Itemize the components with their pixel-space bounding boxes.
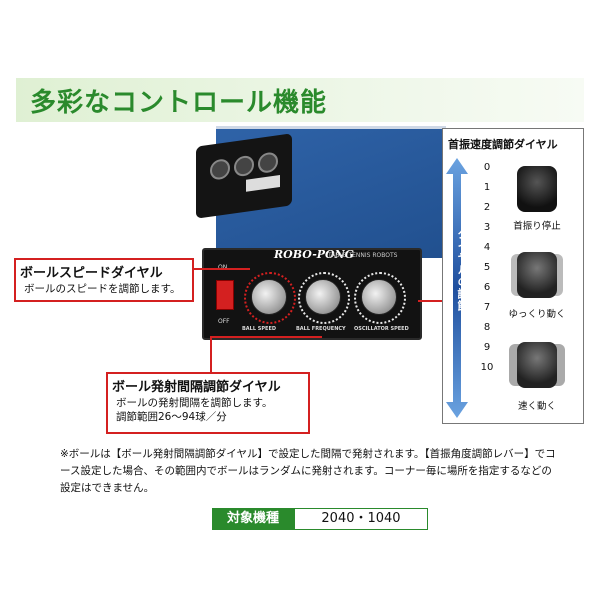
- speed-callout-desc: ボールのスピードを調節します。: [24, 283, 181, 295]
- state-fast-label: 速く動く: [517, 401, 556, 412]
- control-panel: ROBO-PONG TABLE TENNIS ROBOTS ON OFF BAL…: [202, 248, 422, 340]
- speed-callout: ボールスピードダイヤル ボールのスピードを調節します。: [14, 258, 194, 302]
- scale-value: 6: [483, 282, 491, 293]
- panel-logo: ROBO-PONG: [274, 248, 355, 261]
- speed-dial-scale: [244, 272, 296, 324]
- interval-callout-title: ボール発射間隔調節ダイヤル: [112, 380, 281, 395]
- scale-value: 10: [480, 362, 494, 373]
- interval-callout-desc: ボールの発射間隔を調節します。: [116, 397, 273, 409]
- oscillator-dial-scale: [354, 272, 406, 324]
- oscillator-speed-label: OSCILLATOR SPEED: [354, 326, 409, 332]
- dial-adjust-arrow-icon: [446, 158, 468, 418]
- table-edge: [216, 126, 446, 129]
- models-value: 2040・1040: [294, 508, 428, 530]
- robot-dial-icon: [234, 154, 254, 178]
- oscillator-box-title: 首振速度調節ダイヤル: [448, 138, 558, 151]
- scale-value: 4: [483, 242, 491, 253]
- state-stopped-label: 首振り停止: [513, 221, 561, 232]
- scale-value: 5: [483, 262, 491, 273]
- interval-callout-connector: [210, 336, 212, 372]
- oscillator-dial[interactable]: [361, 279, 397, 315]
- scale-value: 1: [483, 182, 491, 193]
- page-title: 多彩なコントロール機能: [30, 88, 328, 118]
- speed-callout-title: ボールスピードダイヤル: [20, 266, 163, 281]
- robot-dial-icon: [258, 151, 278, 175]
- scale-value: 7: [483, 302, 491, 313]
- footnote: ※ボールは【ボール発射間隔調節ダイヤル】で設定した間隔で発射されます。【首振角度…: [60, 448, 556, 494]
- robot-dial-icon: [210, 157, 230, 181]
- dial-scale: 0 1 2 3 4 5 6 7 8 9 10: [480, 158, 494, 378]
- panel-subtitle: TABLE TENNIS ROBOTS: [328, 252, 398, 259]
- switch-on-label: ON: [218, 264, 227, 271]
- robot-slow-image: [517, 252, 557, 298]
- interval-callout: ボール発射間隔調節ダイヤル ボールの発射間隔を調節します。 調節範囲26〜94球…: [106, 372, 310, 434]
- oscillator-speed-box: [442, 128, 584, 424]
- speed-dial[interactable]: [251, 279, 287, 315]
- models-label: 対象機種: [212, 508, 294, 530]
- speed-callout-connector: [190, 268, 250, 270]
- switch-off-label: OFF: [218, 318, 230, 325]
- title-banner: [16, 78, 584, 122]
- scale-value: 0: [483, 162, 491, 173]
- frequency-dial-scale: [298, 272, 350, 324]
- scale-value: 2: [483, 202, 491, 213]
- frequency-dial[interactable]: [305, 279, 341, 315]
- dial-adjust-label: ダイヤルの調節: [456, 228, 469, 312]
- scale-value: 8: [483, 322, 491, 333]
- oscillator-connector: [418, 300, 442, 302]
- robot-stopped-image: [517, 166, 557, 212]
- interval-callout-connector: [210, 336, 322, 338]
- robot-head-image: [196, 133, 292, 219]
- robot-fast-image: [517, 342, 557, 388]
- scale-value: 3: [483, 222, 491, 233]
- power-switch[interactable]: [216, 280, 234, 310]
- state-slow-label: ゆっくり動く: [508, 309, 566, 320]
- scale-value: 9: [483, 342, 491, 353]
- robot-brand-plate: [246, 174, 280, 192]
- ball-speed-label: BALL SPEED: [242, 326, 277, 332]
- interval-callout-range: 調節範囲26〜94球／分: [116, 411, 227, 423]
- ball-frequency-label: BALL FREQUENCY: [296, 326, 346, 332]
